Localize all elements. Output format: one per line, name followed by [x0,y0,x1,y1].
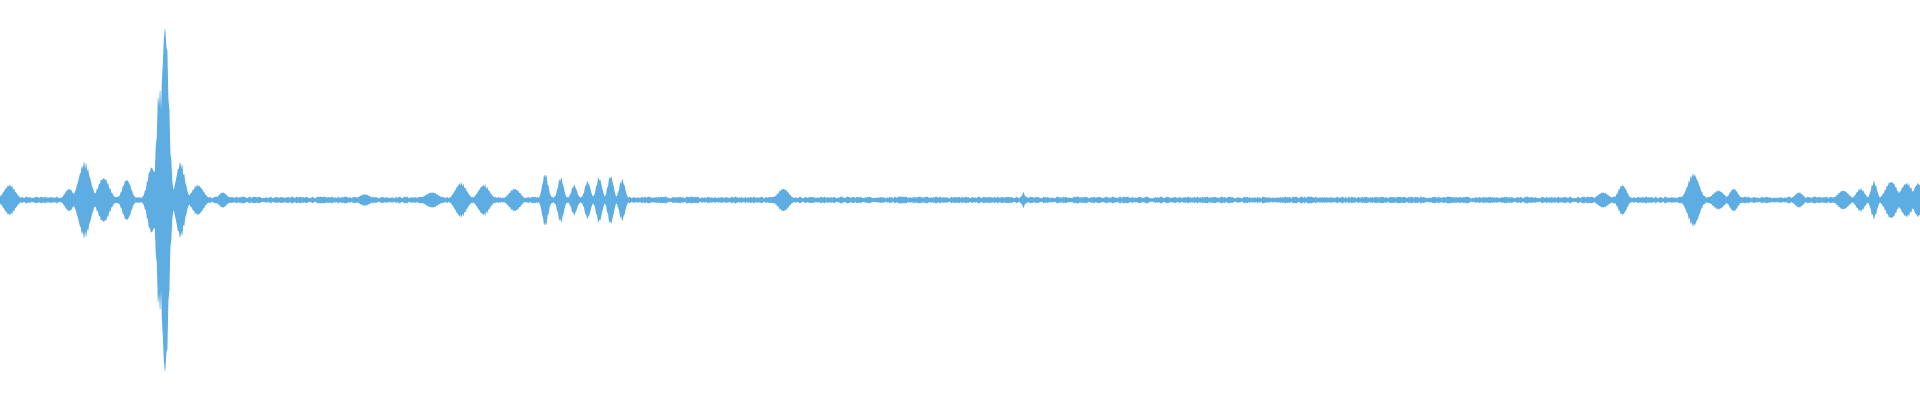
waveform-envelope [0,29,1920,371]
